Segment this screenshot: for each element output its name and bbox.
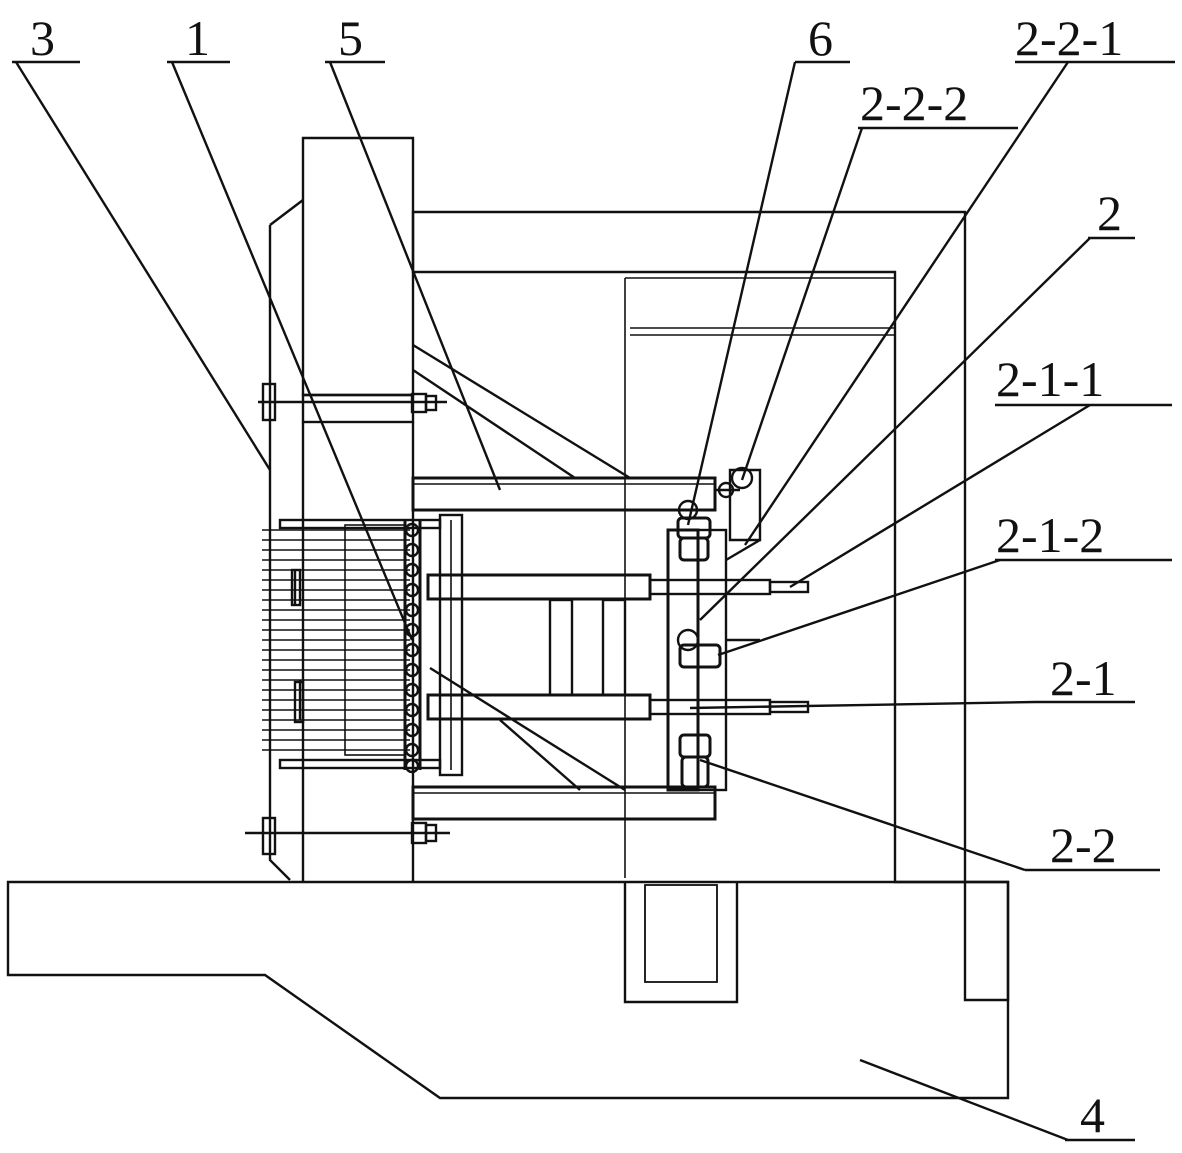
rake-teeth [262,520,422,770]
label-2-2-2: 2-2-2 [860,75,968,131]
wall-lower [268,199,415,882]
anchor-bolt-lower [245,816,450,856]
label-5: 5 [338,10,363,66]
cylinder-upper [426,573,810,601]
label-4: 4 [1080,1087,1105,1143]
diagonal-braces [412,343,631,792]
label-2-2-1: 2-2-1 [1015,10,1123,66]
roller-set [676,466,762,789]
label-6: 6 [808,10,833,66]
upper-beam [411,476,717,512]
concrete-foundation [6,880,1010,1100]
lower-beam [411,785,717,821]
cylinder-frame [548,598,627,697]
chamber-walls [301,136,1010,1002]
part-labels: 3 1 5 6 2-2-1 2-2-2 2 2-1-1 2-1-2 2-1 2-… [30,10,1123,1143]
label-2-2: 2-2 [1050,817,1117,873]
label-2: 2 [1097,185,1122,241]
anchor-bolt-upper [258,382,447,422]
label-1: 1 [185,10,210,66]
interior-frame [412,272,895,882]
rake-frame [278,513,464,777]
leader-lines [12,60,1175,1142]
carriage-plate [666,528,728,792]
label-2-1: 2-1 [1050,650,1117,706]
chain-links [404,522,420,774]
label-2-1-1: 2-1-1 [996,351,1104,407]
label-2-1-2: 2-1-2 [996,507,1104,563]
label-3: 3 [30,10,55,66]
